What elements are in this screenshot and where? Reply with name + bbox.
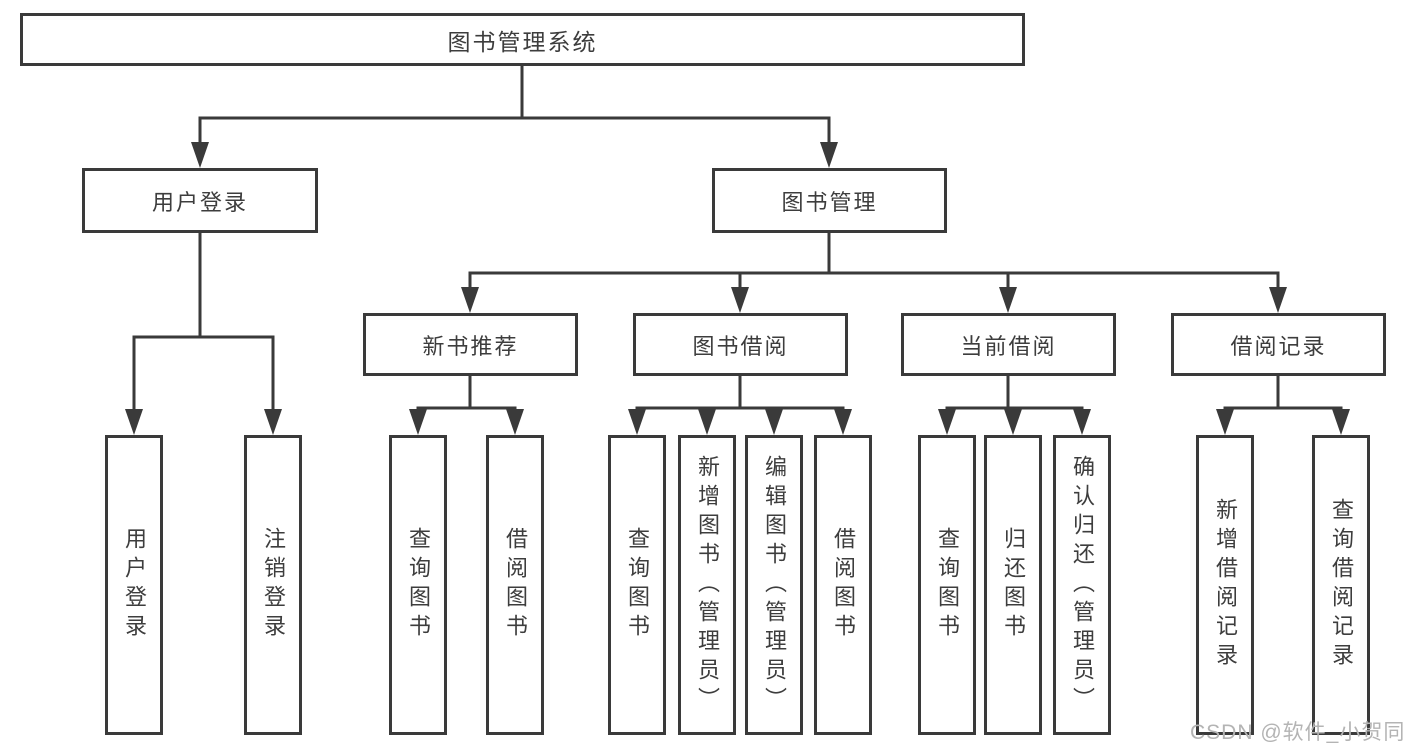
leaf-label: 归还图书: [1001, 527, 1026, 643]
arrow-down-icon: [264, 409, 282, 435]
leaf-borrow-books-recommend: 借阅图书: [486, 435, 544, 735]
node-label: 用户登录: [151, 189, 248, 215]
arrow-down-icon: [1269, 287, 1287, 313]
leaf-label: 借阅图书: [503, 527, 528, 643]
leaf-query-borrow-record: 查询借阅记录: [1312, 435, 1370, 735]
arrow-down-icon: [461, 287, 479, 313]
leaf-add-borrow-record: 新增借阅记录: [1196, 435, 1254, 735]
arrow-down-icon: [1216, 409, 1234, 435]
node-new-book-recommendation: 新书推荐: [363, 313, 578, 376]
leaf-label: 新增图书（管理员）: [695, 454, 720, 716]
connector-borrow-to-leaves: [635, 376, 845, 413]
arrow-down-icon: [731, 287, 749, 313]
node-book-management-branch: 图书管理: [712, 168, 947, 233]
arrow-down-icon: [1004, 409, 1022, 435]
arrow-down-icon: [820, 142, 838, 168]
leaf-logout: 注销登录: [244, 435, 302, 735]
node-borrowing-records: 借阅记录: [1171, 313, 1386, 376]
arrow-down-icon: [409, 409, 427, 435]
node-label: 当前借阅: [960, 333, 1057, 359]
arrow-down-icon: [834, 409, 852, 435]
connector-userlogin-to-leaves: [132, 233, 275, 413]
leaf-label: 查询图书: [935, 527, 960, 643]
leaf-query-books-borrow: 查询图书: [608, 435, 666, 735]
node-label: 借阅记录: [1230, 333, 1327, 359]
csdn-watermark: CSDN @软件_小贺同学: [1190, 721, 1405, 744]
connector-current-to-leaves: [945, 376, 1084, 413]
leaf-label: 编辑图书（管理员）: [762, 454, 787, 716]
arrow-down-icon: [1073, 409, 1091, 435]
node-label: 图书管理系统: [447, 28, 598, 55]
leaf-user-login: 用户登录: [105, 435, 163, 735]
arrow-down-icon: [938, 409, 956, 435]
leaf-query-books-current: 查询图书: [918, 435, 976, 735]
leaf-label: 查询图书: [406, 527, 431, 643]
arrow-down-icon: [999, 287, 1017, 313]
node-label: 图书管理: [781, 189, 878, 215]
connector-bookmgmt-to-level3: [468, 233, 1280, 291]
node-user-login-branch: 用户登录: [82, 168, 318, 233]
connector-newbook-to-leaves: [416, 376, 517, 413]
leaf-label: 注销登录: [261, 527, 286, 643]
arrow-down-icon: [628, 409, 646, 435]
arrow-down-icon: [125, 409, 143, 435]
connector-root-to-level2: [198, 66, 831, 146]
node-library-management-system: 图书管理系统: [20, 13, 1025, 66]
arrow-down-icon: [506, 409, 524, 435]
leaf-return-books: 归还图书: [984, 435, 1042, 735]
leaf-edit-books-admin: 编辑图书（管理员）: [745, 435, 803, 735]
leaf-add-books-admin: 新增图书（管理员）: [678, 435, 736, 735]
arrow-down-icon: [191, 142, 209, 168]
connector-records-to-leaves: [1223, 376, 1343, 413]
leaf-label: 用户登录: [122, 527, 147, 643]
leaf-label: 新增借阅记录: [1213, 498, 1238, 672]
leaf-label: 查询图书: [625, 527, 650, 643]
leaf-query-books-recommend: 查询图书: [389, 435, 447, 735]
arrow-down-icon: [698, 409, 716, 435]
node-book-borrowing: 图书借阅: [633, 313, 848, 376]
leaf-label: 借阅图书: [831, 527, 856, 643]
arrow-down-icon: [765, 409, 783, 435]
node-label: 图书借阅: [692, 333, 789, 359]
node-label: 新书推荐: [422, 333, 519, 359]
node-current-borrowing: 当前借阅: [901, 313, 1116, 376]
leaf-label: 查询借阅记录: [1329, 498, 1354, 672]
leaf-confirm-return-admin: 确认归还（管理员）: [1053, 435, 1111, 735]
leaf-borrow-books: 借阅图书: [814, 435, 872, 735]
leaf-label: 确认归还（管理员）: [1070, 454, 1095, 716]
arrow-down-icon: [1332, 409, 1350, 435]
